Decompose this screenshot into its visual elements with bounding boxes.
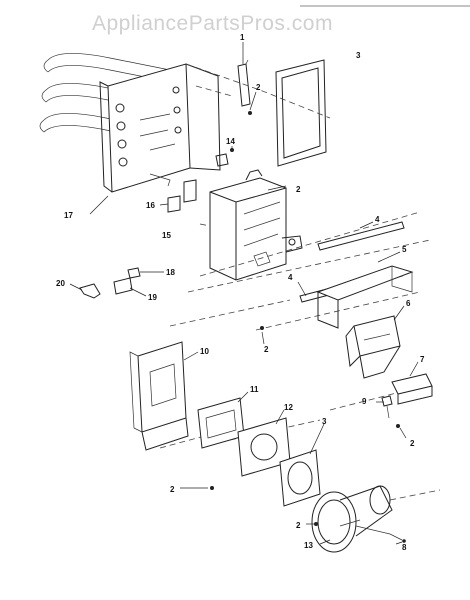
part-3-gasket: [275, 59, 327, 167]
callout-17: 17: [64, 211, 73, 220]
callout-5: 5: [402, 245, 407, 254]
callout-19: 19: [148, 293, 157, 302]
leader-lines: [69, 42, 419, 545]
callout-6: 6: [406, 299, 411, 308]
callout-18: 18: [166, 268, 175, 277]
watermark-text: AppliancePartsPros.com: [92, 12, 333, 35]
callout-2: 2: [296, 185, 301, 194]
callout-4: 4: [375, 215, 380, 224]
part-18-clip: [127, 267, 141, 279]
part-2-screw-bottom: [210, 486, 214, 490]
part-8-end: [402, 539, 406, 543]
part-5-cover-panel: [316, 265, 414, 329]
part-4-strip-upper: [317, 221, 405, 251]
part-9-screw: [381, 395, 393, 419]
part-6-duct: [345, 315, 401, 379]
callout-14: 14: [226, 137, 235, 146]
part-7-bracket: [391, 373, 433, 405]
callout-10: 10: [200, 347, 209, 356]
callout-2: 2: [296, 521, 301, 530]
part-15-control-box: [209, 169, 303, 281]
callout-20: 20: [56, 279, 65, 288]
callout-11: 11: [250, 385, 259, 394]
part-13-blower-motor: [311, 485, 393, 553]
callout-4: 4: [288, 273, 293, 282]
callout-2: 2: [256, 83, 261, 92]
callout-1: 1: [240, 33, 245, 42]
part-16-bracket: [167, 195, 181, 213]
callout-3: 3: [322, 417, 327, 426]
callout-2: 2: [170, 485, 175, 494]
part-2-screw-mid: [260, 326, 264, 330]
callout-8: 8: [402, 543, 407, 552]
part-3-ring-gasket: [279, 449, 321, 507]
callout-12: 12: [284, 403, 293, 412]
callout-15: 15: [162, 231, 171, 240]
callout-3: 3: [356, 51, 361, 60]
callout-2: 2: [410, 439, 415, 448]
callout-7: 7: [420, 355, 425, 364]
part-14-clip: [215, 153, 229, 167]
callout-2: 2: [264, 345, 269, 354]
part-2-screw-motor: [314, 522, 318, 526]
callout-16: 16: [146, 201, 155, 210]
part-11-panel: [197, 397, 245, 449]
part-20-clip: [79, 283, 101, 299]
callout-9: 9: [362, 397, 367, 406]
part-1-clip: [237, 59, 251, 107]
part-8-wire: [355, 525, 403, 541]
callout-13: 13: [304, 541, 313, 550]
part-10-panel: [129, 341, 189, 451]
part-17-heater-assembly: [39, 53, 221, 203]
part-2-screw-right: [396, 424, 400, 428]
part-19-connector: [113, 277, 133, 295]
part-2-screw-top: [248, 111, 252, 115]
